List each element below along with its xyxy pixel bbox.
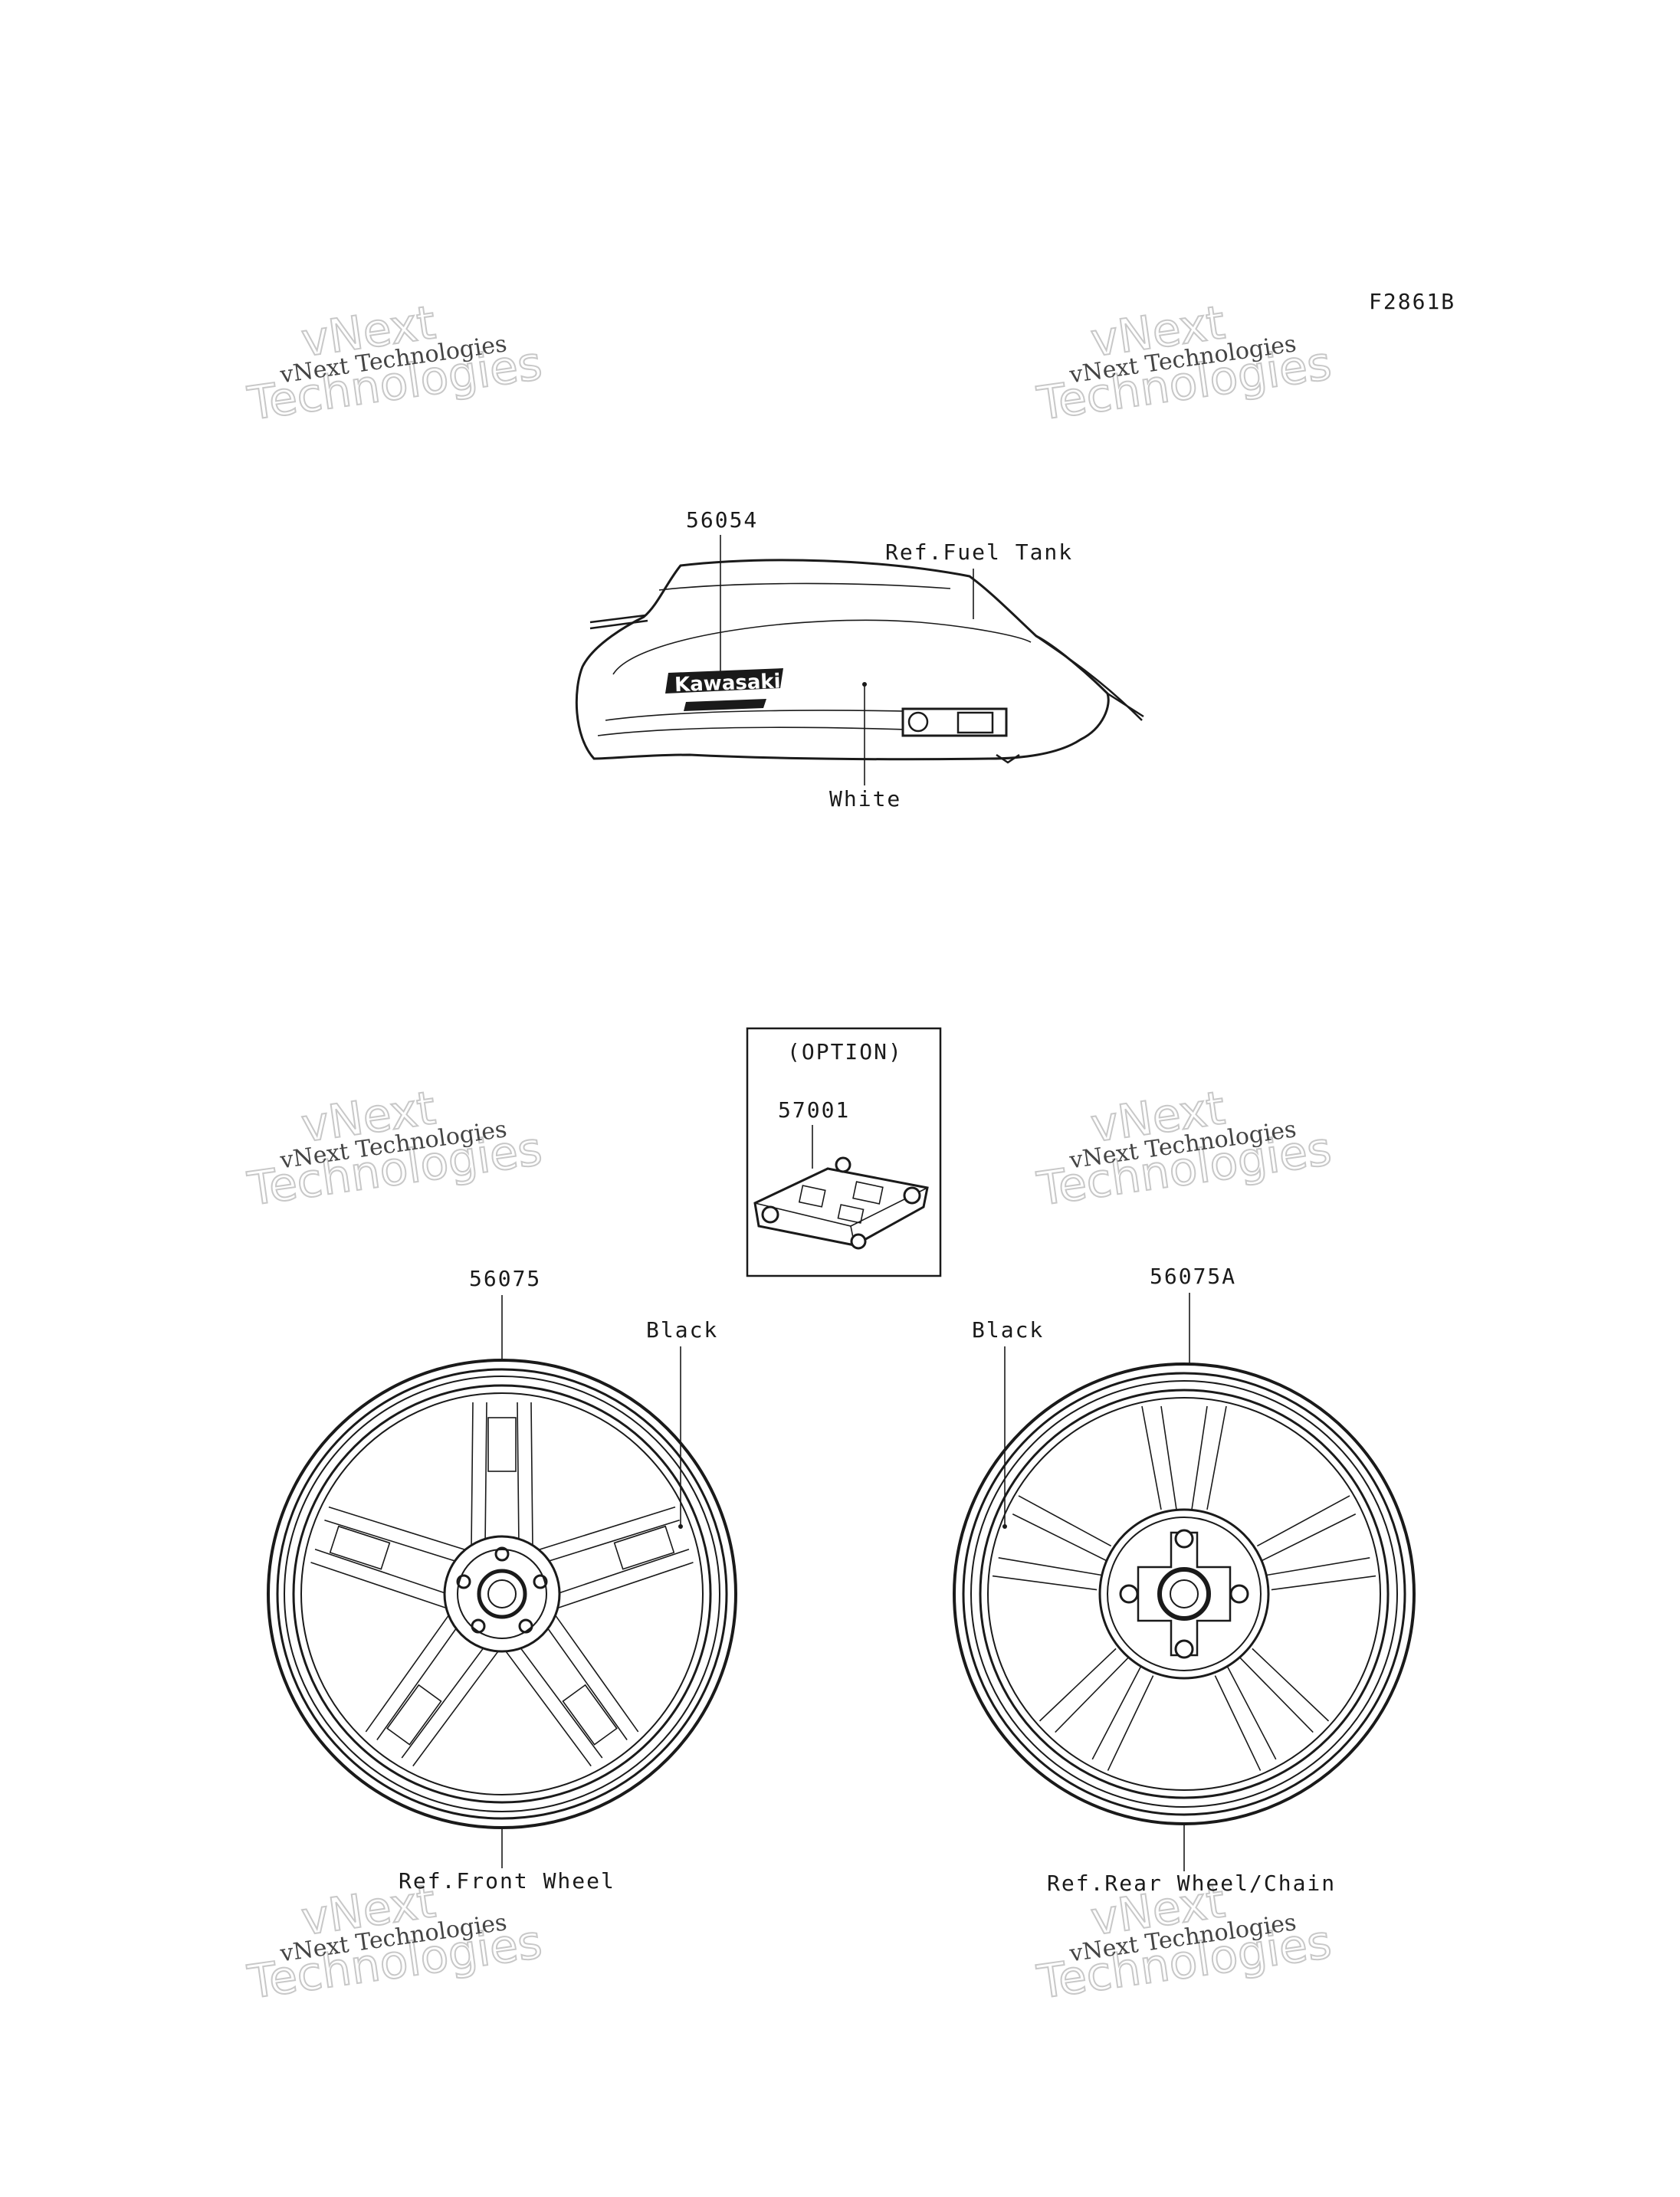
rear-wheel-drawing: [953, 1362, 1416, 1825]
front-wheel-ref-label: Ref.Front Wheel: [399, 1868, 615, 1894]
tank-color-label: White: [829, 786, 901, 812]
front-wheel-part-number: 56075: [469, 1266, 541, 1291]
option-part-number: 57001: [778, 1097, 850, 1123]
tank-part-number: 56054: [686, 507, 758, 533]
option-box: (OPTION) 57001: [746, 1027, 942, 1277]
rear-wheel-color-label: Black: [972, 1317, 1044, 1343]
watermark-middle-right: vNext Technologies vNext Technologies: [1033, 1080, 1335, 1217]
emblem-text: Kawasaki: [674, 670, 781, 697]
kawasaki-emblem: Kawasaki: [665, 668, 783, 711]
diagram-code: F2861B: [1369, 289, 1455, 314]
rear-wheel-ref-label: Ref.Rear Wheel/Chain: [1047, 1871, 1336, 1896]
rear-wheel-part-number: 56075A: [1150, 1264, 1236, 1289]
tank-ref-label: Ref.Fuel Tank: [885, 539, 1073, 565]
front-wheel-color-label: Black: [646, 1317, 718, 1343]
front-wheel-drawing: [267, 1359, 737, 1829]
watermark-middle-left: vNext Technologies vNext Technologies: [244, 1080, 546, 1217]
watermark-top-right: vNext Technologies vNext Technologies: [1033, 295, 1335, 431]
option-title: (OPTION): [787, 1039, 903, 1064]
watermark-top-left: vNext Technologies vNext Technologies: [244, 295, 546, 431]
option-part-drawing: [753, 1156, 929, 1250]
fuel-tank-drawing: Kawasaki: [575, 559, 1144, 764]
